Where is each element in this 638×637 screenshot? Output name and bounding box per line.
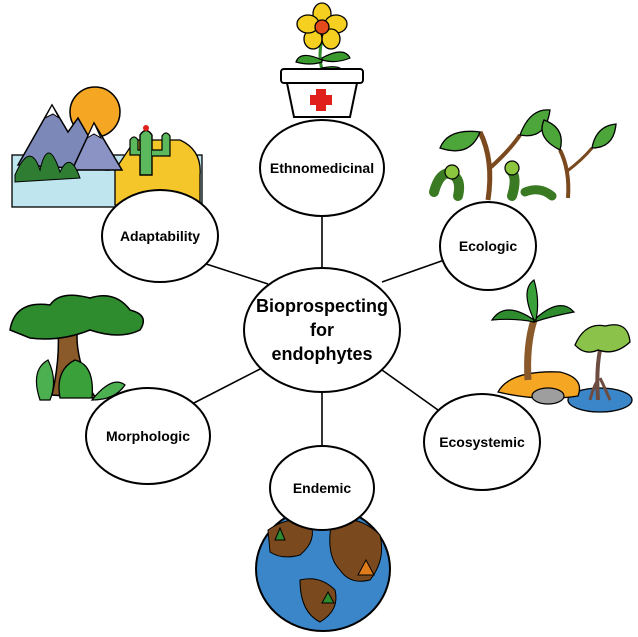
node-label-adaptability: Adaptability [120,228,200,244]
node-ethnomedicinal: Ethnomedicinal [259,119,385,217]
baobab-tree-icon [9,294,145,401]
connector-adaptability [199,261,269,285]
node-label-endemic: Endemic [293,480,352,496]
node-morphologic: Morphologic [85,387,211,485]
node-center: Bioprospecting for endophytes [243,267,401,393]
connectors [189,215,451,455]
node-label-ethnomedicinal: Ethnomedicinal [270,160,374,176]
flower-pot-red-cross-icon [280,2,364,118]
connector-ecologic [381,257,451,283]
node-adaptability: Adaptability [101,189,219,283]
globe-with-trees-icon [255,506,391,632]
node-label-ecologic: Ecologic [459,238,518,254]
node-endemic: Endemic [269,445,375,531]
node-ecosystemic: Ecosystemic [423,393,541,491]
center-label-line-1: Bioprospecting [256,296,388,316]
node-label-morphologic: Morphologic [106,428,190,444]
node-ecologic: Ecologic [439,201,537,291]
center-label-line-2: for [310,320,334,340]
caterpillars-on-plants-icon [429,109,617,201]
island-palm-mangrove-icon [490,279,633,413]
connector-morphologic [189,367,263,406]
connector-ecosystemic [381,369,439,411]
mountains-sun-cactus-icon [11,86,203,208]
center-label-line-3: endophytes [271,344,372,364]
node-label-ecosystemic: Ecosystemic [439,434,525,450]
